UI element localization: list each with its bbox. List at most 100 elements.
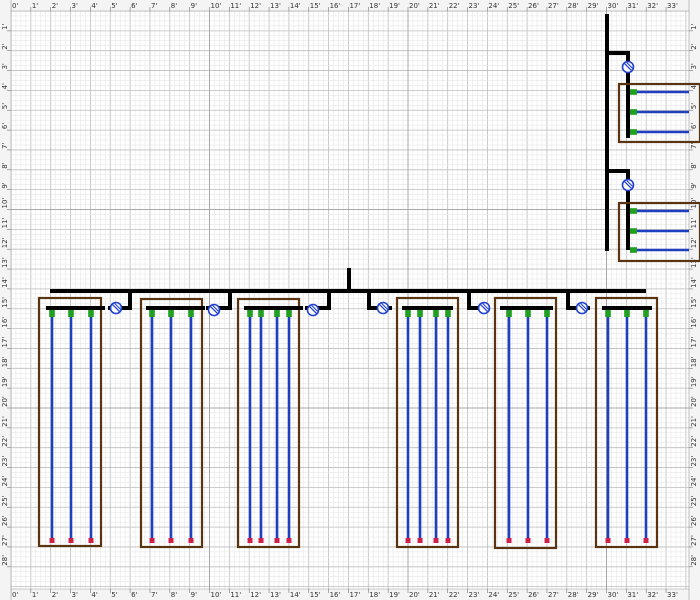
ruler-right-label: 1': [690, 23, 698, 29]
garden-beds: [37, 82, 700, 550]
valve-slash: [212, 305, 219, 312]
ruler-right-label: 19': [690, 376, 698, 387]
valve-slash: [577, 303, 587, 313]
ruler-right-label: 3': [690, 63, 698, 69]
ruler-top-label: 30': [608, 2, 619, 10]
ruler-bottom-label: 32': [647, 591, 658, 599]
valve-bed-1[interactable]: [109, 301, 123, 315]
drip-line-start-fitting: [49, 310, 55, 317]
ruler-bottom-label: 21': [429, 591, 440, 599]
ruler-top-label: 14': [290, 2, 301, 10]
valve-right-bed-2[interactable]: [621, 178, 635, 192]
drip-line-start-fitting: [168, 310, 174, 317]
ruler-top-label: 24': [488, 2, 499, 10]
drip-line-end-cap: [605, 538, 611, 543]
drip-line-end-cap: [149, 538, 155, 543]
ruler-bottom-label: 1': [32, 591, 38, 599]
ruler-top-label: 4': [91, 2, 97, 10]
bed-border: [395, 296, 460, 549]
valve-slash: [114, 303, 121, 310]
drip-line-end-cap: [544, 538, 550, 543]
ruler-bottom-label: 29': [588, 591, 599, 599]
ruler-right-label: 7': [690, 142, 698, 148]
ruler-left-label: 13': [1, 257, 9, 268]
drip-line-start-fitting: [630, 208, 637, 214]
ruler-right-label: 8': [690, 162, 698, 168]
drip-line-end-cap: [405, 538, 411, 543]
ruler-top-label: 17': [349, 2, 360, 10]
valve-bed-3[interactable]: [306, 303, 320, 317]
ruler-left-label: 14': [1, 277, 9, 288]
drip-line-end-cap: [68, 538, 74, 543]
valve-slash: [308, 305, 318, 315]
ruler-top-label: 20': [409, 2, 420, 10]
ruler-top-label: 2': [52, 2, 58, 10]
valve-bed-4[interactable]: [376, 301, 390, 315]
ruler-bottom-label: 10': [211, 591, 222, 599]
valve-bed-2[interactable]: [207, 303, 221, 317]
ruler-left-label: 10': [1, 198, 9, 209]
ruler-left-label: 23': [1, 456, 9, 467]
ruler-right-label: 27': [690, 535, 698, 546]
ruler-left-label: 16': [1, 317, 9, 328]
ruler-bottom-label: 20': [409, 591, 420, 599]
drip-line-start-fitting: [149, 310, 155, 317]
ruler-right-label: 25': [690, 495, 698, 506]
valve-slash: [623, 180, 633, 190]
ruler-top-label: 15': [310, 2, 321, 10]
ruler-right-label: 13': [690, 257, 698, 268]
ruler-left-label: 2': [1, 43, 9, 49]
ruler-left-label: 5': [1, 103, 9, 109]
drip-line-start-fitting: [247, 310, 253, 317]
ruler-bottom-label: 14': [290, 591, 301, 599]
ruler-left-label: 18': [1, 356, 9, 367]
valve-bed-5[interactable]: [477, 301, 491, 315]
ruler-top-label: 6': [131, 2, 137, 10]
drip-line-start-fitting: [88, 310, 94, 317]
drip-line-start-fitting: [630, 247, 637, 253]
ruler-left-label: 1': [1, 23, 9, 29]
drip-line-end-cap: [49, 538, 55, 543]
ruler-top-label: 25': [508, 2, 519, 10]
ruler-right-label: 4': [690, 83, 698, 89]
ruler-right-label: 15': [690, 297, 698, 308]
drip-line-start-fitting: [630, 109, 637, 115]
ruler-left-label: 21': [1, 416, 9, 427]
ruler-bottom-label: 5': [111, 591, 117, 599]
ruler-right: 1'2'3'4'5'6'7'8'9'10'11'12'13'14'15'16'1…: [688, 0, 700, 600]
ruler-top-label: 31': [627, 2, 638, 10]
ruler-left-label: 11': [1, 217, 9, 228]
drip-line-end-cap: [258, 538, 264, 543]
right-garden-bed-2: [617, 201, 700, 263]
drip-line-start-fitting: [525, 310, 531, 317]
drip-line-start-fitting: [624, 310, 630, 317]
drip-line-end-cap: [624, 538, 630, 543]
ruler-right-label: 17': [690, 337, 698, 348]
valve-right-bed-1[interactable]: [621, 60, 635, 74]
ruler-right-label: 12': [690, 237, 698, 248]
ruler-top-label: 11': [230, 2, 241, 10]
ruler-top-label: 22': [449, 2, 460, 10]
ruler-right-label: 18': [690, 356, 698, 367]
ruler-left-label: 17': [1, 337, 9, 348]
ruler-right-label: 24': [690, 475, 698, 486]
drip-line-end-cap: [247, 538, 253, 543]
drip-line-end-cap: [445, 538, 451, 543]
drip-line-end-cap: [525, 538, 531, 543]
drip-line-end-cap: [168, 538, 174, 543]
ruler-bottom-label: 7': [151, 591, 157, 599]
ruler-bottom-label: 31': [627, 591, 638, 599]
ruler-top-label: 23': [469, 2, 480, 10]
ruler-top-label: 29': [588, 2, 599, 10]
ruler-right-label: 28': [690, 555, 698, 566]
ruler-top-label: 27': [548, 2, 559, 10]
drip-line-end-cap: [506, 538, 512, 543]
ruler-top-label: 9': [191, 2, 197, 10]
bed-border: [617, 82, 700, 144]
drip-line-end-cap: [286, 538, 292, 543]
ruler-bottom-label: 27': [548, 591, 559, 599]
valve-bed-6[interactable]: [575, 301, 589, 315]
ruler-bottom-label: 30': [608, 591, 619, 599]
valve-slash: [626, 62, 633, 69]
